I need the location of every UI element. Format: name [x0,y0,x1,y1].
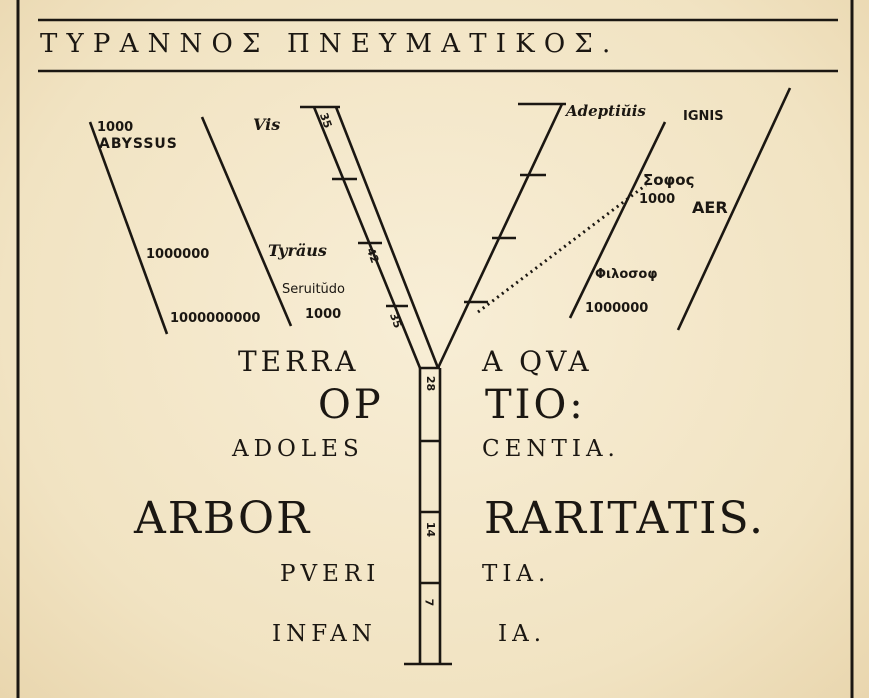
tyrant-label: Tyräus [268,241,327,260]
right-branch [436,102,566,369]
arbor-label: ARBOR [134,493,312,544]
abyss-label: ABYSSUS [99,136,178,152]
dotted-path [477,183,647,314]
right-spirit-panel [568,87,792,331]
op-label: OP [318,382,384,428]
ia-label: IA. [498,621,547,647]
left-count-3: 1000000000 [170,311,261,326]
terra-label: TERRA [238,345,360,378]
air-label: AER [692,198,728,217]
adept-label: Adeptiŭis [566,102,646,120]
adoles-label: ADOLES [232,436,364,462]
philosopher-label: Φιλοσοφ [595,267,658,282]
centia-label: CENTIA. [482,436,620,462]
sophos-label: Σοφος [643,171,695,189]
trunk-mark-3: 7 [422,598,436,607]
right-count-2: 1000000 [585,301,649,316]
tia-label: TIA. [482,561,551,587]
trunk [404,366,452,666]
infan-label: INFAN [272,621,377,647]
left-count-4: 1000 [305,307,342,322]
vis-label: Vis [253,115,281,134]
left-branch [300,105,440,369]
trunk-mark-2: 14 [424,521,438,538]
tio-label: TIO: [485,382,586,428]
left-abyss-panel [88,116,293,335]
right-count-1: 1000 [639,192,676,207]
page-title: ΤΥΡΑΝΝΟΣ ΠΝΕΥΜΑΤΙΚΟΣ. [40,29,620,59]
trunk-mark-1: 28 [424,375,438,392]
fire-label: IGNIS [683,109,724,124]
raritatis-label: RARITATIS. [484,493,766,544]
aqua-label: A QVA [482,345,593,378]
left-count-1: 1000 [97,120,134,135]
pueri-label: PVERI [280,561,381,587]
left-count-2: 1000000 [146,247,210,262]
servitude-label: Seruitŭdo [282,282,345,297]
